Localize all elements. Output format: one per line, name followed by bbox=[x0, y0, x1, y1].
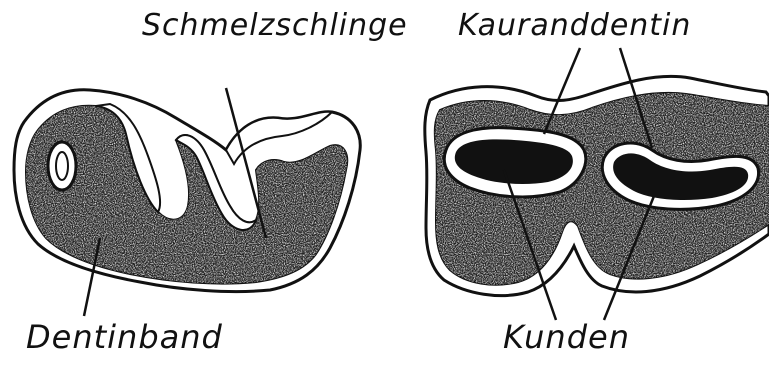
label-kauranddentin: Kauranddentin bbox=[458, 8, 691, 43]
right-tooth bbox=[425, 76, 769, 295]
label-schmelzschlinge: Schmelzschlinge bbox=[142, 8, 408, 43]
left-tooth bbox=[14, 90, 360, 292]
label-dentinband: Dentinband bbox=[26, 318, 223, 356]
left-oval-core bbox=[56, 152, 68, 180]
label-kunden: Kunden bbox=[503, 318, 630, 356]
